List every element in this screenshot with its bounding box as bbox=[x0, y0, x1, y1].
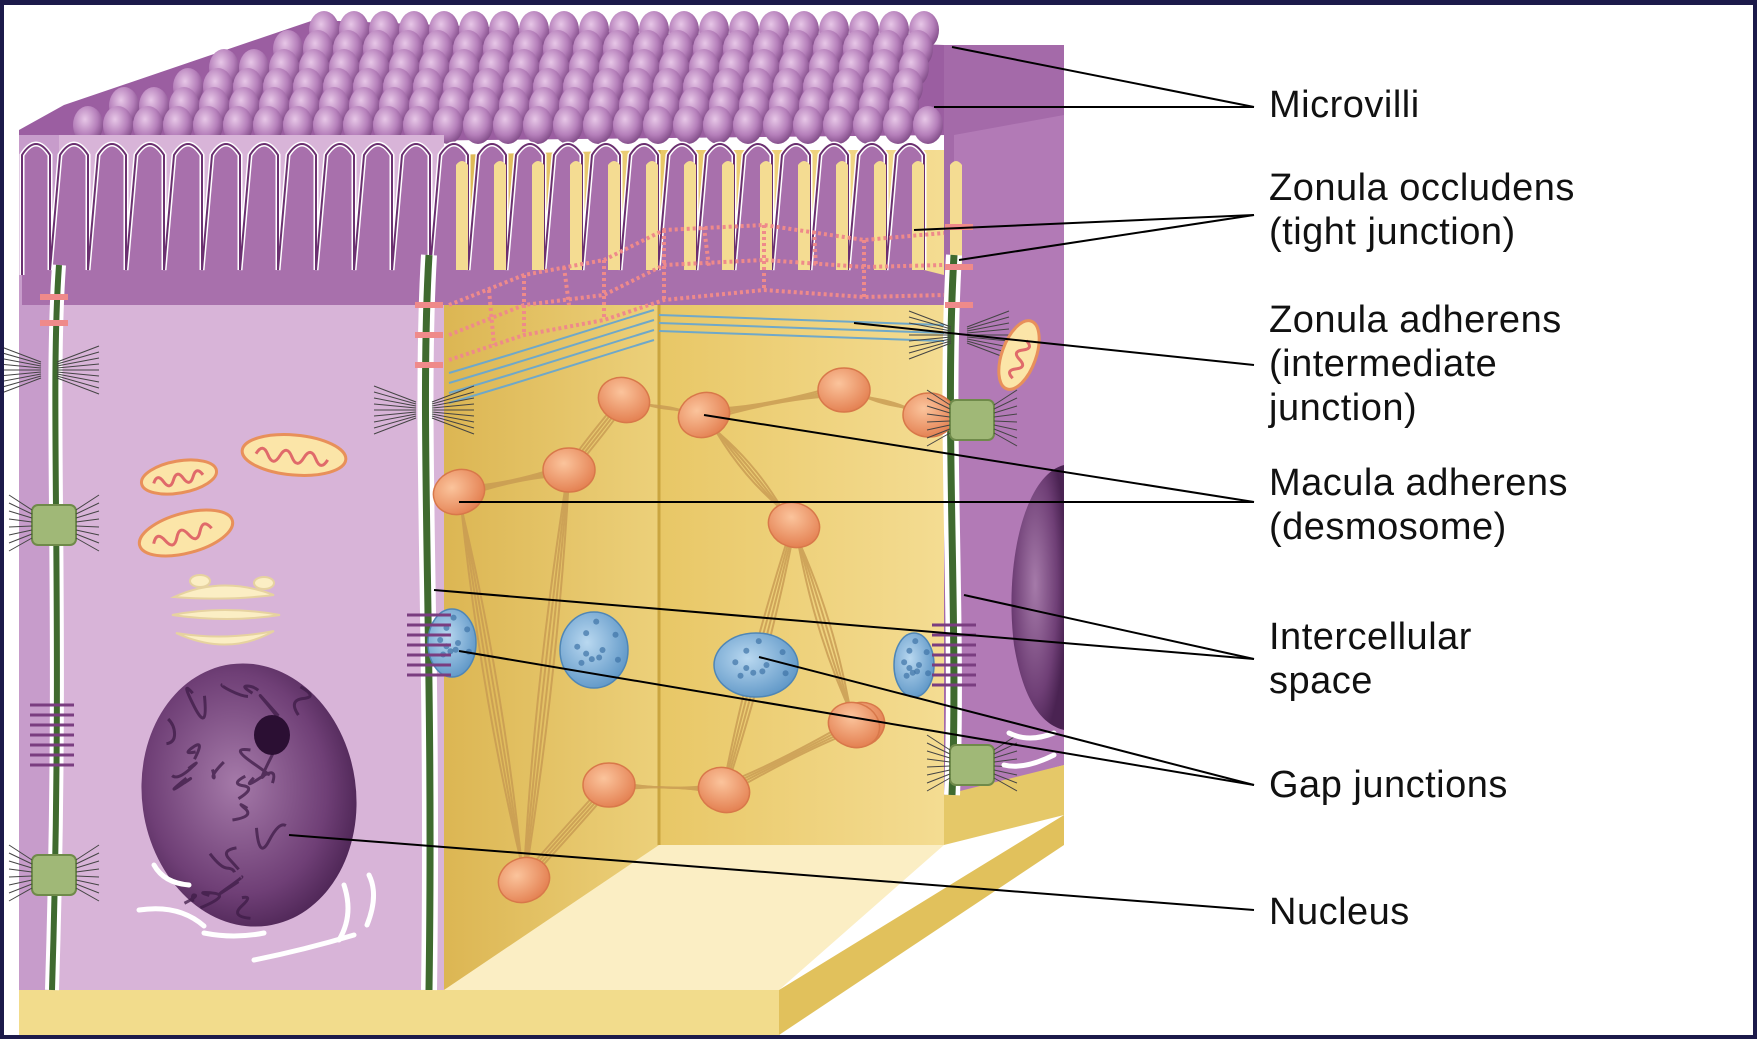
tight-junction-seal bbox=[415, 332, 443, 338]
connexon bbox=[613, 632, 619, 638]
label-nucleus: Nucleus bbox=[1269, 890, 1410, 934]
microvillus-tip bbox=[883, 106, 913, 144]
villus-inner bbox=[494, 161, 506, 270]
connexon bbox=[759, 668, 765, 674]
villus-inner bbox=[874, 161, 886, 270]
connexon bbox=[901, 659, 907, 665]
connexon bbox=[451, 615, 457, 621]
connexon bbox=[906, 665, 912, 671]
label-zonula-adherens-sub2: junction) bbox=[1269, 386, 1417, 430]
connexon bbox=[574, 644, 580, 650]
microvillus-tip bbox=[583, 106, 613, 144]
tight-junction-seal bbox=[945, 264, 973, 270]
connexon bbox=[437, 637, 443, 643]
connexon bbox=[447, 648, 453, 654]
label-microvilli: Microvilli bbox=[1269, 83, 1420, 127]
connexon bbox=[743, 665, 749, 671]
connexon bbox=[780, 649, 786, 655]
desmosome-side bbox=[950, 745, 994, 785]
tight-junction-seal bbox=[945, 302, 973, 308]
connexon bbox=[583, 630, 589, 636]
connexon bbox=[464, 626, 470, 632]
microvilli-surface bbox=[19, 11, 949, 145]
connexon bbox=[738, 673, 744, 679]
tight-junction-seal bbox=[40, 320, 68, 326]
desmosome-plaque bbox=[583, 763, 635, 807]
connexon bbox=[764, 662, 770, 668]
connexon bbox=[596, 655, 602, 661]
connexon bbox=[925, 670, 931, 676]
villus-inner bbox=[950, 161, 962, 270]
microvilli-profiles bbox=[22, 144, 962, 305]
label-gap-junctions: Gap junctions bbox=[1269, 763, 1508, 807]
figure-frame: Microvilli Zonula occludens (tight junct… bbox=[4, 5, 1753, 1035]
villus-inner bbox=[760, 161, 772, 270]
connexon bbox=[743, 648, 749, 654]
label-macula-adherens-sub: (desmosome) bbox=[1269, 505, 1507, 549]
villus-inner bbox=[684, 161, 696, 270]
connexon bbox=[455, 640, 461, 646]
connexon bbox=[756, 638, 762, 644]
desmosome-plaque bbox=[543, 448, 595, 492]
connexon bbox=[732, 659, 738, 665]
microvillus-tip bbox=[793, 106, 823, 144]
connexon bbox=[589, 656, 595, 662]
label-zonula-occludens-sub: (tight junction) bbox=[1269, 210, 1516, 254]
connexon bbox=[750, 670, 756, 676]
microvillus-tip bbox=[553, 106, 583, 144]
villus-inner bbox=[646, 161, 658, 270]
connexon bbox=[916, 662, 922, 668]
microvillus-tip bbox=[763, 106, 793, 144]
connexon bbox=[783, 670, 789, 676]
villus-inner bbox=[912, 161, 924, 270]
connexon bbox=[583, 651, 589, 657]
microvillus-tip bbox=[643, 106, 673, 144]
villus-inner bbox=[456, 161, 468, 270]
desmosome-side bbox=[32, 505, 76, 545]
label-intercellular-space: Intercellular bbox=[1269, 615, 1472, 659]
connexon bbox=[904, 673, 910, 679]
label-zonula-adherens: Zonula adherens bbox=[1269, 298, 1562, 342]
microvillus-tip bbox=[733, 106, 763, 144]
villus-inner bbox=[532, 161, 544, 270]
connexon bbox=[615, 657, 621, 663]
tight-junction-seal bbox=[415, 302, 443, 308]
connexon bbox=[600, 647, 606, 653]
microvillus-tip bbox=[853, 106, 883, 144]
microvillus-tip bbox=[613, 106, 643, 144]
tight-junction-seal bbox=[40, 294, 68, 300]
connexon bbox=[593, 619, 599, 625]
villus-inner bbox=[570, 161, 582, 270]
microvillus-tip bbox=[673, 106, 703, 144]
desmosome-side bbox=[950, 400, 994, 440]
connexon bbox=[453, 647, 459, 653]
label-intercellular-space-sub: space bbox=[1269, 659, 1373, 703]
desmosome-plaque bbox=[818, 368, 870, 412]
desmosome-side bbox=[32, 855, 76, 895]
connexon bbox=[906, 648, 912, 654]
gap-junction-plaque bbox=[714, 633, 798, 697]
microvillus-tip bbox=[703, 106, 733, 144]
microvillus-tip bbox=[823, 106, 853, 144]
villus-inner bbox=[608, 161, 620, 270]
connexon bbox=[924, 649, 930, 655]
microvillus-tip bbox=[463, 106, 493, 144]
label-zonula-adherens-sub1: (intermediate bbox=[1269, 342, 1497, 386]
connexon bbox=[912, 638, 918, 644]
tight-junction-seal bbox=[415, 362, 443, 368]
label-zonula-occludens: Zonula occludens bbox=[1269, 166, 1575, 210]
microvillus-tip bbox=[913, 106, 943, 144]
microvillus-tip bbox=[523, 106, 553, 144]
label-macula-adherens: Macula adherens bbox=[1269, 461, 1568, 505]
villus-inner bbox=[798, 161, 810, 270]
microvillus-tip bbox=[493, 106, 523, 144]
connexon bbox=[578, 660, 584, 666]
villus-inner bbox=[836, 161, 848, 270]
villus-inner bbox=[722, 161, 734, 270]
